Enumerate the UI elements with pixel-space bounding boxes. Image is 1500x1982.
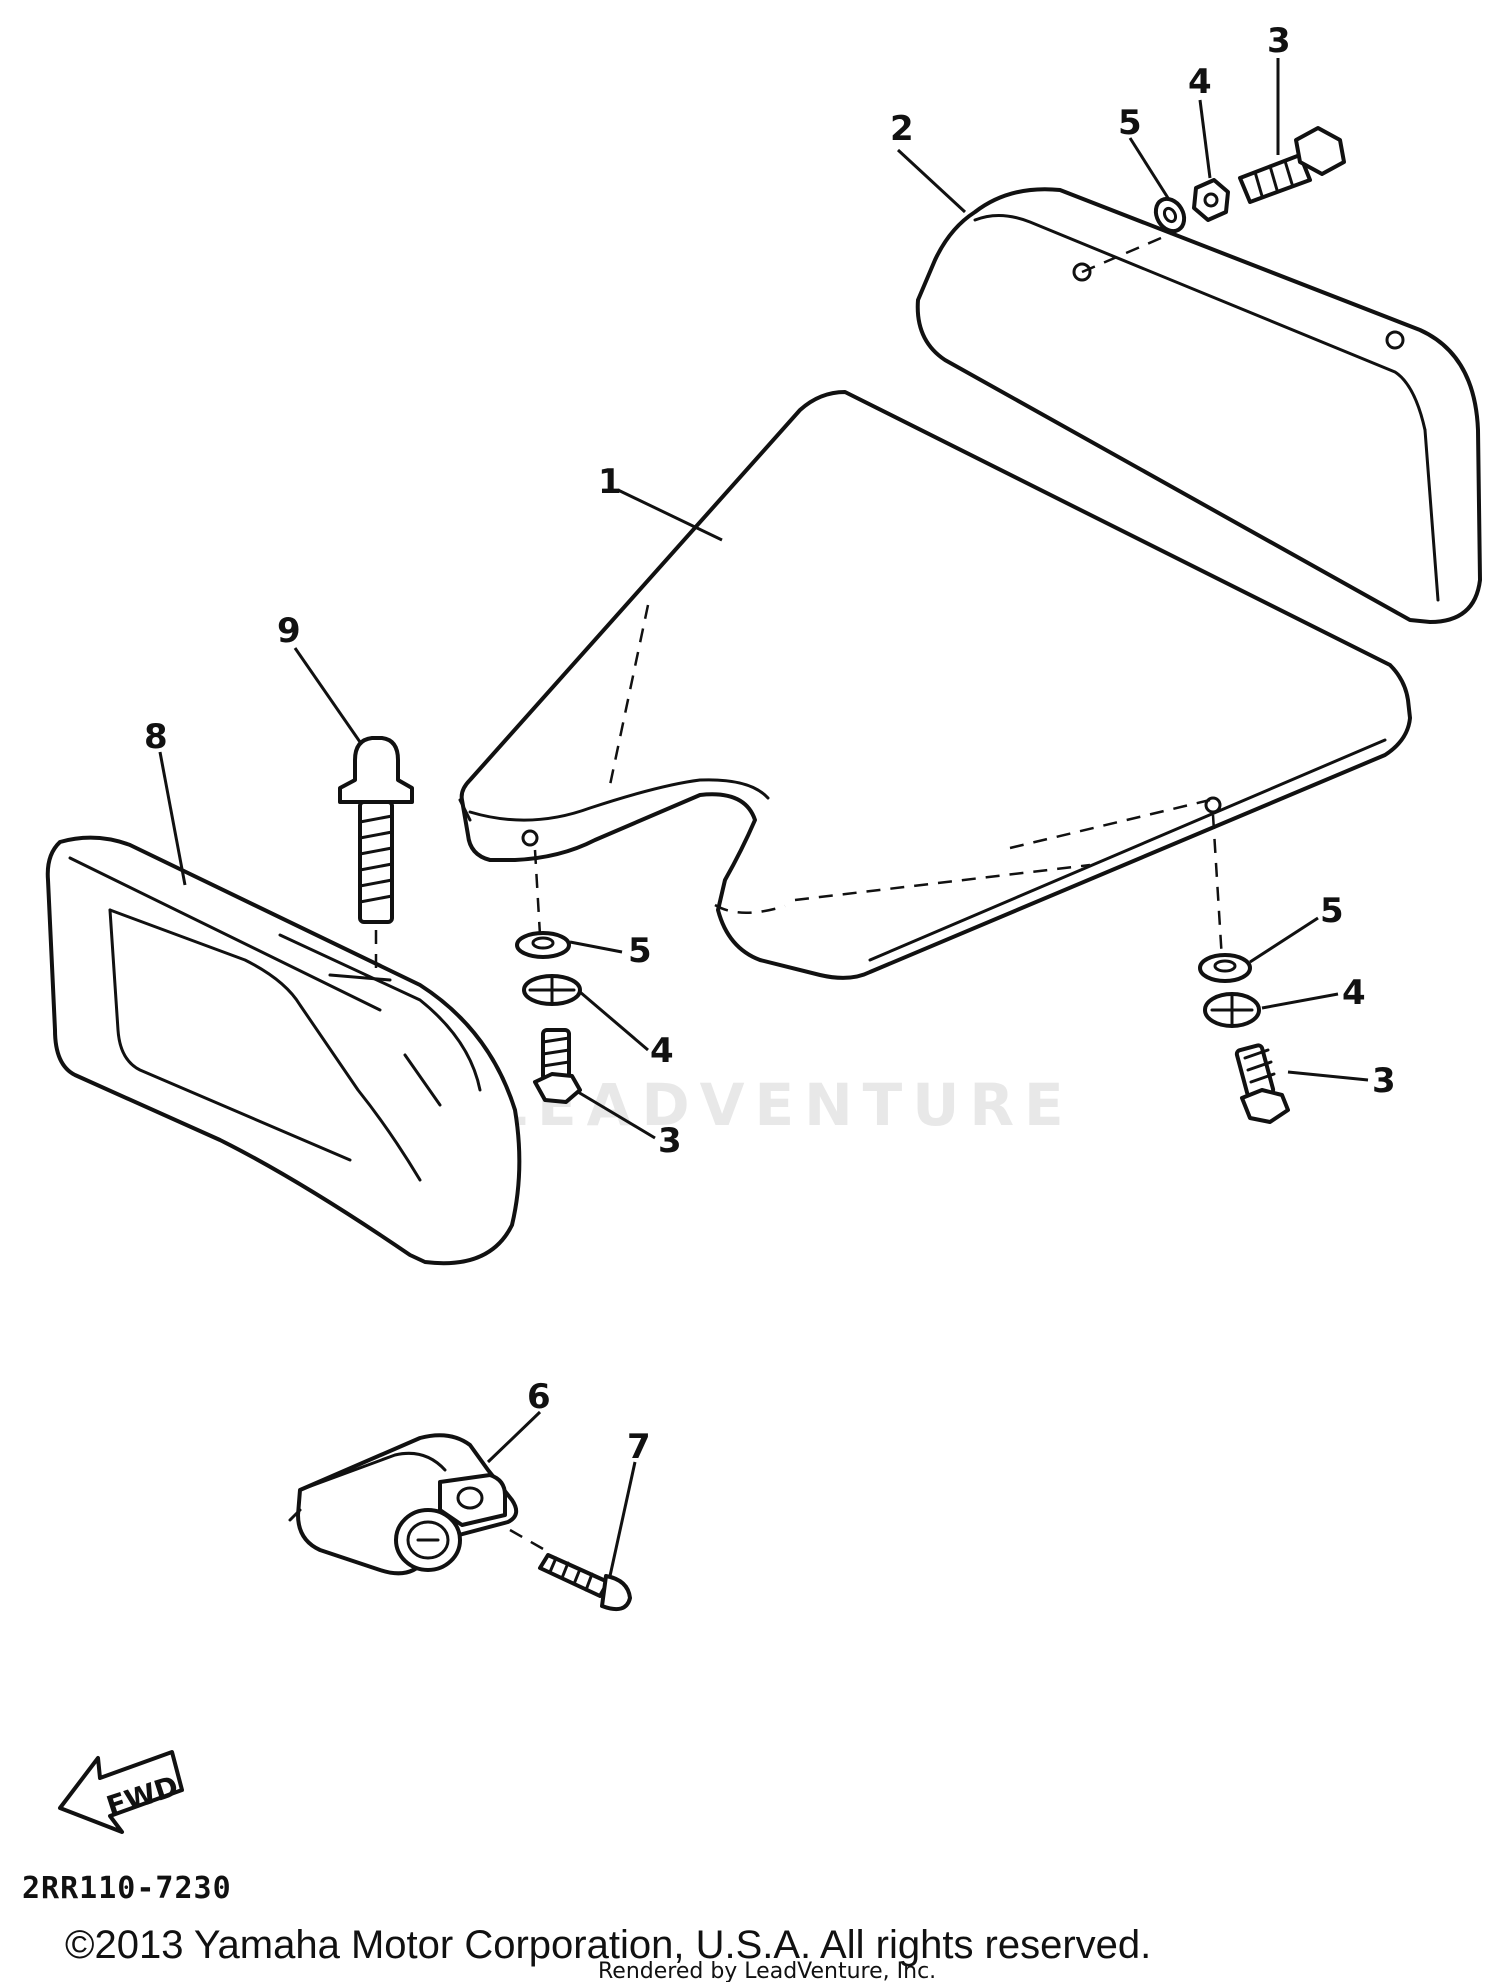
callout-labels: 1 2 3 4 5 9 8 5 4 3 5 4 3 6 7: [144, 21, 1396, 1467]
diagram-code: 2RR110-7230: [22, 1871, 232, 1906]
copyright-notice: ©2013 Yamaha Motor Corporation, U.S.A. A…: [65, 1923, 1151, 1967]
callout-3-top: 3: [1267, 21, 1291, 61]
mount-hole: [1385, 330, 1405, 350]
part-4-nut-left[interactable]: [522, 974, 582, 1006]
leader-lines: [158, 58, 1369, 1577]
part-5-washer-left[interactable]: [515, 931, 571, 959]
part-3-bolt-right[interactable]: [1234, 1043, 1290, 1124]
part-3-bolt-left[interactable]: [533, 1028, 582, 1104]
part-1-seat[interactable]: [458, 390, 1412, 980]
callout-1: 1: [598, 462, 622, 502]
callout-5-top: 5: [1118, 103, 1142, 143]
callout-4-top: 4: [1188, 62, 1212, 102]
callout-4-left: 4: [650, 1031, 674, 1071]
callout-2: 2: [890, 109, 914, 149]
callout-3-right: 3: [1372, 1061, 1396, 1101]
render-credit: Rendered by LeadVenture, Inc.: [598, 1959, 936, 1982]
part-5-washer-right[interactable]: [1198, 953, 1252, 983]
part-3-bolt-top[interactable]: [1238, 126, 1346, 204]
callout-3-left: 3: [658, 1121, 682, 1161]
callout-9: 9: [277, 611, 301, 651]
part-7-screw[interactable]: [509, 1528, 632, 1612]
part-2-backrest[interactable]: [915, 187, 1482, 624]
callout-7: 7: [627, 1427, 651, 1467]
part-6-lock[interactable]: [288, 1433, 519, 1576]
part-5-washer-top[interactable]: [1150, 194, 1190, 236]
watermark-text: LEADVENTURE: [490, 1071, 1074, 1139]
mount-hole: [521, 829, 539, 847]
part-4-nut-top[interactable]: [1192, 178, 1230, 222]
mount-hole: [1072, 262, 1092, 282]
callout-5-left: 5: [628, 931, 652, 971]
part-4-nut-right[interactable]: [1203, 992, 1261, 1028]
part-8-side-cover[interactable]: [45, 835, 522, 1266]
callout-8: 8: [144, 717, 168, 757]
part-9-bolt[interactable]: [338, 736, 414, 975]
callout-6: 6: [527, 1377, 551, 1417]
callout-5-right: 5: [1320, 891, 1344, 931]
fwd-arrow-icon: FWD: [58, 1750, 184, 1834]
callout-4-right: 4: [1342, 973, 1366, 1013]
mount-hole: [1204, 796, 1222, 814]
